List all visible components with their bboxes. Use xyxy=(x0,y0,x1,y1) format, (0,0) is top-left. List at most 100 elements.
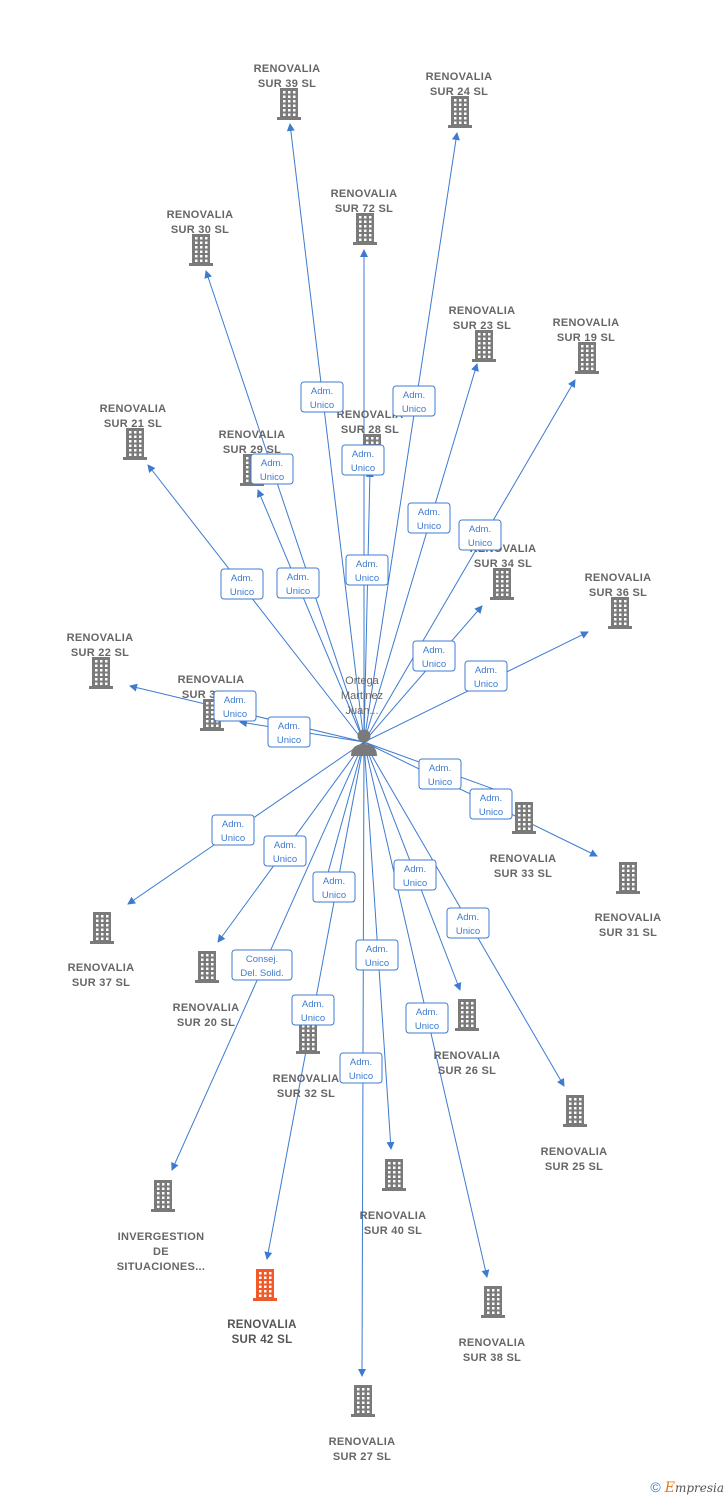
role-box-sur23: Adm.Unico xyxy=(407,502,451,534)
role-box-sur42: Adm.Unico xyxy=(291,994,335,1026)
company-label-line: RENOVALIA xyxy=(553,317,620,329)
role-label-line: Unico xyxy=(415,1021,439,1032)
role-label-line: Adm. xyxy=(416,1007,438,1018)
role-label-line: Adm. xyxy=(274,840,296,851)
company-label-line: RENOVALIA xyxy=(100,403,167,415)
building-icon xyxy=(89,657,113,689)
role-label-line: Adm. xyxy=(429,763,451,774)
building-icon xyxy=(472,330,496,362)
company-label-line: SUR 72 SL xyxy=(335,203,393,215)
company-node-sur37[interactable]: RENOVALIA SUR 37 SL xyxy=(68,912,135,989)
company-label-line: INVERGESTION xyxy=(118,1231,205,1243)
company-label-line: SUR 34 SL xyxy=(474,558,532,570)
company-label-line: SUR 30 SL xyxy=(171,224,229,236)
company-label-line: RENOVALIA xyxy=(68,962,135,974)
role-label-line: Adm. xyxy=(302,999,324,1010)
company-label-line: SUR 40 SL xyxy=(364,1225,422,1237)
role-label-line: Adm. xyxy=(224,695,246,706)
role-box-sur40: Adm.Unico xyxy=(355,939,399,971)
center-person-node[interactable]: OrtegaMartinezJuan... xyxy=(341,675,383,756)
company-label-line: RENOVALIA xyxy=(254,63,321,75)
role-box-sur34: Adm.Unico xyxy=(412,640,456,672)
role-label-line: Unico xyxy=(456,926,480,937)
company-label-line: RENOVALIA xyxy=(167,209,234,221)
center-label-line: Martinez xyxy=(341,690,383,702)
role-box-sur28: Adm.Unico xyxy=(345,554,389,586)
company-node-sur39[interactable]: RENOVALIA SUR 39 SL xyxy=(254,63,321,120)
company-label-line: SUR 38 SL xyxy=(463,1352,521,1364)
company-label-line: RENOVALIA xyxy=(173,1002,240,1014)
company-label-line: RENOVALIA xyxy=(337,409,404,421)
building-icon xyxy=(448,96,472,128)
copyright-symbol: © xyxy=(650,1479,661,1495)
role-label-line: Unico xyxy=(221,833,245,844)
edge-sur39 xyxy=(286,123,365,743)
company-node-sur30[interactable]: RENOVALIA SUR 30 SL xyxy=(167,209,234,266)
edge-sur34 xyxy=(363,605,483,743)
role-box-sur30: Adm.Unico xyxy=(250,453,294,485)
building-icon xyxy=(382,1159,406,1191)
role-label-line: Adm. xyxy=(323,876,345,887)
company-label-line: RENOVALIA xyxy=(273,1073,340,1085)
role-box-sur25: Adm.Unico xyxy=(446,907,490,939)
company-label-line: RENOVALIA xyxy=(434,1050,501,1062)
role-label-line: Unico xyxy=(310,400,334,411)
role-label-line: Adm. xyxy=(287,572,309,583)
building-icon xyxy=(195,951,219,983)
role-box-sur36: Adm.Unico xyxy=(464,660,508,692)
role-label-line: Unico xyxy=(468,538,492,549)
role-label-line: Unico xyxy=(402,404,426,415)
company-node-inver[interactable]: INVERGESTIONDESITUACIONES... xyxy=(117,1180,206,1273)
company-label-line: RENOVALIA xyxy=(227,1319,297,1331)
company-label-line: SUR 39 SL xyxy=(258,78,316,90)
building-icon xyxy=(512,802,536,834)
role-box-sur21: Adm.Unico xyxy=(220,568,264,600)
company-label-line: SUR 32 SL xyxy=(277,1088,335,1100)
role-label-line: Consej. xyxy=(246,954,278,965)
building-icon xyxy=(455,999,479,1031)
building-icon xyxy=(277,88,301,120)
role-label-line: Unico xyxy=(349,1071,373,1082)
building-icon xyxy=(353,213,377,245)
role-box-sur22: Adm. Unico xyxy=(213,690,257,722)
company-label-line: SUR 27 SL xyxy=(333,1451,391,1463)
edge-sur28 xyxy=(363,469,374,743)
company-label-line: SUR 37 SL xyxy=(72,977,130,989)
role-label-line: Adm. xyxy=(475,665,497,676)
company-label-line: SUR 29 SL xyxy=(223,444,281,456)
role-box-sur33: Adm.Unico xyxy=(418,758,462,790)
company-node-sur32[interactable]: RENOVALIA SUR 32 SL xyxy=(273,1022,340,1100)
building-icon xyxy=(151,1180,175,1212)
role-label-line: Adm. xyxy=(423,645,445,656)
role-label-line: Unico xyxy=(479,807,503,818)
role-box-sur29: Adm. Unico xyxy=(276,567,320,599)
footer-brand: ©Empresia xyxy=(650,1479,724,1496)
building-icon xyxy=(189,234,213,266)
company-label-line: RENOVALIA xyxy=(178,674,245,686)
role-label-line: Unico xyxy=(223,709,247,720)
role-label-line: Unico xyxy=(286,586,310,597)
building-icon xyxy=(481,1286,505,1318)
role-label-line: Adm. xyxy=(366,944,388,955)
building-icon xyxy=(351,1385,375,1417)
